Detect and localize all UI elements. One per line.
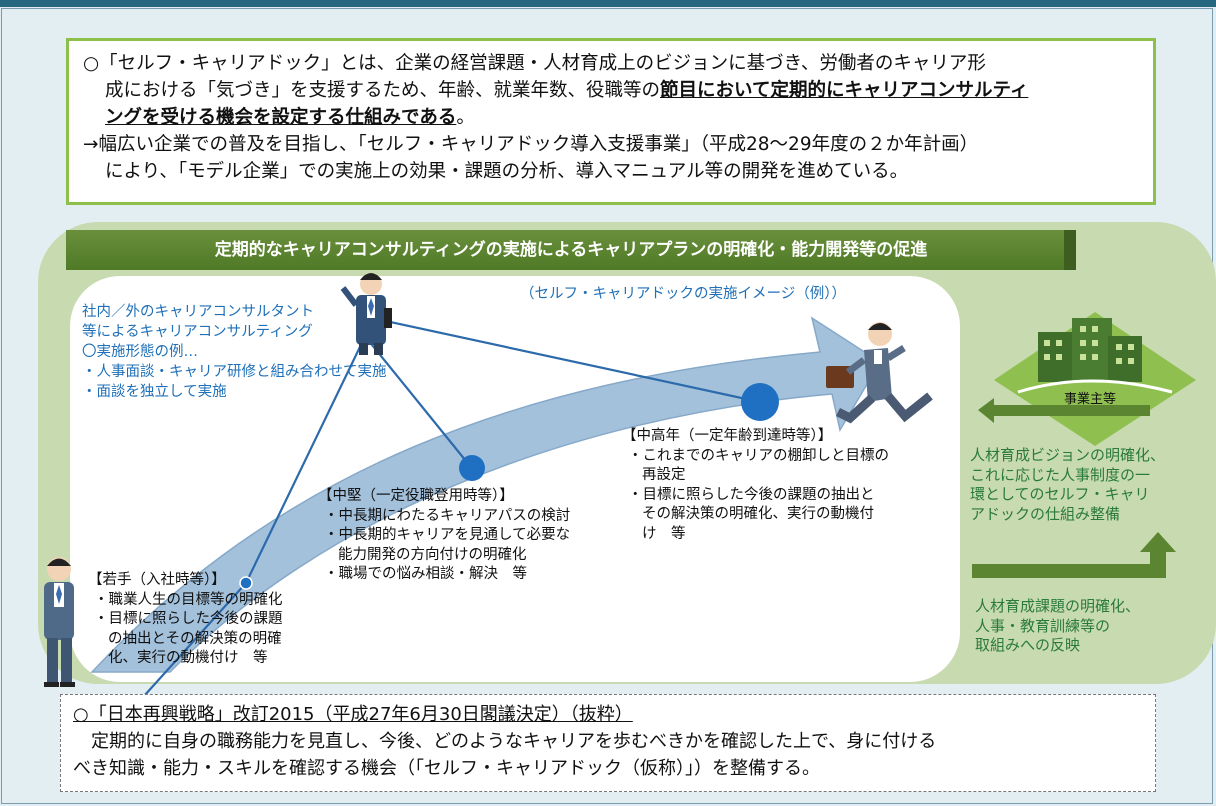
employer-flow-arrows: [972, 398, 1176, 578]
intro-line-3: ングを受ける機会を設定する仕組みである。: [83, 104, 1139, 131]
intro-line-4: →幅広い企業での普及を目指し、「セルフ・キャリアドック導入支援事業」（平成28〜…: [83, 134, 979, 155]
senior-stage-title: 【中高年（一定年齢到達時等）】: [622, 428, 833, 444]
banner-title: 定期的なキャリアコンサルティングの実施によるキャリアプランの明確化・能力開発等の…: [66, 230, 1076, 270]
young-item: ・目標に照らした今後の課題: [94, 611, 283, 627]
consultant-line-1: 社内／外のキャリアコンサルタント: [82, 304, 314, 320]
employer-text-line: これに応じた人事制度の一: [970, 465, 1151, 484]
employer-text-line: 人材育成ビジョンの明確化、: [970, 446, 1166, 464]
banner-right-edge: [1064, 230, 1076, 270]
running-businessman-figure: [826, 322, 933, 424]
young-stage-node: [239, 576, 253, 590]
young-employee-figure: [44, 557, 75, 687]
mid-stage-text: 【中堅（一定役職登用時等）】 ・中長期にわたるキャリアパスの検討 ・中長期的キャ…: [318, 487, 570, 585]
image-caption: （セルフ・キャリアドックの実施イメージ（例））: [520, 286, 846, 302]
forms-title: 〇実施形態の例…: [82, 344, 198, 360]
young-item: の抽出とその解決策の明確: [108, 630, 282, 647]
line-to-senior: [371, 316, 761, 404]
intro-line-2: 成における「気づき」を支援するため、年齢、就業年数、役職等の節目において定期的に…: [83, 77, 1139, 104]
quote-line-1: 定期的に自身の職務能力を見直し、今後、どのようなキャリアを歩むべきかを確認した上…: [73, 731, 937, 752]
quote-line-2: べき知識・能力・スキルを確認する機会（「セルフ・キャリアドック（仮称）」）を整備…: [73, 758, 820, 779]
form-example-1: ・人事面談・キャリア研修と組み合わせて実施: [82, 364, 387, 380]
intro-box: ○「セルフ・キャリアドック」とは、企業の経営課題・人材育成上のビジョンに基づき、…: [66, 38, 1156, 205]
employer-text-line: アドックの仕組み整備: [970, 504, 1121, 523]
employer-text-2: 人材育成課題の明確化、 人事・教育訓練等の 取組みへの反映: [975, 597, 1140, 656]
senior-item: その解決策の明確化、実行の動機付: [642, 506, 874, 522]
form-example-2: ・面談を独立して実施: [82, 384, 227, 400]
senior-stage-text: 【中高年（一定年齢到達時等）】 ・これまでのキャリアの棚卸しと目標の 再設定 ・…: [622, 427, 889, 544]
young-item: ・職業人生の目標等の明確化: [94, 591, 283, 608]
young-item: 化、実行の動機付け 等: [108, 650, 268, 666]
top-bar: [0, 0, 1216, 7]
up-arrow-icon: [972, 532, 1176, 578]
employer-text-1: 人材育成ビジョンの明確化、 これに応じた人事制度の一 環としてのセルフ・キャリ …: [970, 446, 1165, 524]
building-icon: [1017, 318, 1173, 394]
senior-item: ・これまでのキャリアの棚卸しと目標の: [628, 447, 889, 464]
line-to-young: [245, 321, 373, 584]
quote-title: ○「日本再興戦略」改訂2015（平成27年6月30日閣議決定）（抜粋）: [73, 704, 633, 725]
intro-line-3-end: 。: [456, 107, 475, 128]
senior-item: け 等: [642, 525, 686, 542]
young-stage-title: 【若手（入社時等）】: [88, 572, 226, 588]
intro-line-1: ○「セルフ・キャリアドック」とは、企業の経営課題・人材育成上のビジョンに基づき、…: [83, 53, 986, 74]
employer-text-line: 人事・教育訓練等の: [975, 616, 1111, 635]
senior-item: ・目標に照らした今後の課題の抽出と: [628, 486, 875, 503]
left-arrow-icon: [978, 398, 1150, 423]
strategy-quote-box: ○「日本再興戦略」改訂2015（平成27年6月30日閣議決定）（抜粋） 定期的に…: [60, 694, 1156, 792]
consultant-description: 社内／外のキャリアコンサルタント 等によるキャリアコンサルティング 〇実施形態の…: [82, 302, 387, 402]
young-stage-text: 【若手（入社時等）】 ・職業人生の目標等の明確化 ・目標に照らした今後の課題 の…: [88, 571, 283, 669]
intro-line-2-emphasis: 節目において定期的にキャリアコンサルティ: [660, 80, 1029, 101]
senior-item: 再設定: [642, 467, 686, 483]
consultation-lines: [134, 316, 761, 707]
consultant-figure: [340, 273, 392, 355]
intro-line-5: により、「モデル企業」での実施上の効果・課題の分析、導入マニュアル等の開発を進め…: [105, 161, 909, 182]
briefcase-icon: [826, 366, 854, 388]
intro-line-3-emphasis: ングを受ける機会を設定する仕組みである: [105, 107, 457, 128]
employer-text-line: 人材育成課題の明確化、: [975, 597, 1141, 615]
intro-line-2-plain: 成における「気づき」を支援するため、年齢、就業年数、役職等の: [105, 80, 661, 101]
line-young-down: [134, 582, 247, 707]
mid-item: 能力開発の方向付けの明確化: [338, 546, 527, 563]
employer-text-line: 環としてのセルフ・キャリ: [970, 485, 1150, 503]
mid-item: ・職場での悩み相談・解決 等: [324, 566, 527, 582]
employer-text-line: 取組みへの反映: [975, 636, 1081, 654]
mid-stage-title: 【中堅（一定役職登用時等）】: [318, 488, 514, 504]
mid-stage-node: [459, 455, 485, 481]
mid-item: ・中長期的キャリアを見通して必要な: [324, 527, 571, 543]
senior-stage-node: [741, 383, 779, 421]
mid-item: ・中長期にわたるキャリアパスの検討: [324, 507, 571, 524]
consultant-line-2: 等によるキャリアコンサルティング: [82, 324, 313, 340]
employer-label: 事業主等: [1064, 392, 1117, 407]
